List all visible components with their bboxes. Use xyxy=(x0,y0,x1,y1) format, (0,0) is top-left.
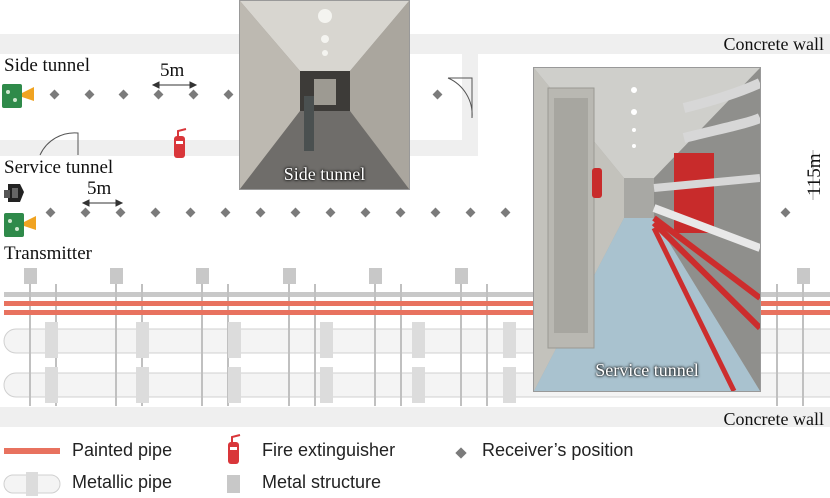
side-tunnel-label: Side tunnel xyxy=(4,55,91,76)
legend-painted-pipe-label: Painted pipe xyxy=(72,440,173,460)
service-tunnel-photo-caption: Service tunnel xyxy=(595,360,699,380)
side-spacing-arrow xyxy=(151,81,198,89)
painted-pipes xyxy=(4,301,830,315)
receiver-device-icon xyxy=(4,184,24,202)
door-arc-right xyxy=(447,77,473,119)
legend-fire-extinguisher-label: Fire extinguisher xyxy=(262,440,396,460)
top-concrete-wall xyxy=(0,34,830,54)
legend-metal-structure-swatch xyxy=(227,475,240,493)
side-tunnel-photo: Side tunnel xyxy=(239,0,410,190)
top-wall-label: Concrete wall xyxy=(723,34,824,54)
fire-extinguisher-icon xyxy=(174,128,187,158)
legend-receiver-marker xyxy=(455,447,467,459)
service-tunnel-receivers xyxy=(45,207,791,218)
pipe-supports xyxy=(45,322,516,403)
service-spacing-arrow xyxy=(81,199,124,207)
door-arc-left xyxy=(39,132,79,156)
metal-structure-blocks-top xyxy=(24,268,810,284)
side-tunnel-wall-right xyxy=(462,54,478,156)
legend-metal-structure-label: Metal structure xyxy=(262,472,382,492)
service-spacing-label: 5m xyxy=(87,178,112,199)
bottom-concrete-wall xyxy=(0,407,830,427)
legend-fire-extinguisher-icon xyxy=(228,434,241,464)
side-spacing-label: 5m xyxy=(160,60,185,81)
transmitter-label: Transmitter xyxy=(4,243,92,264)
service-tunnel-label: Service tunnel xyxy=(4,157,114,178)
service-tunnel-photo: Service tunnel xyxy=(533,67,761,392)
gray-rail xyxy=(4,292,830,297)
side-tunnel-transmitter-icon xyxy=(2,84,34,108)
legend-swatches xyxy=(3,434,467,496)
bottom-wall-label: Concrete wall xyxy=(723,409,824,429)
service-tunnel-transmitter-icon xyxy=(4,213,36,237)
side-tunnel-photo-caption: Side tunnel xyxy=(283,164,366,184)
legend-metallic-pipe-label: Metallic pipe xyxy=(72,472,173,492)
length-label: 115m xyxy=(804,153,825,196)
legend-painted-pipe-swatch xyxy=(4,448,60,454)
legend-receiver-position-label: Receiver’s position xyxy=(482,440,634,460)
